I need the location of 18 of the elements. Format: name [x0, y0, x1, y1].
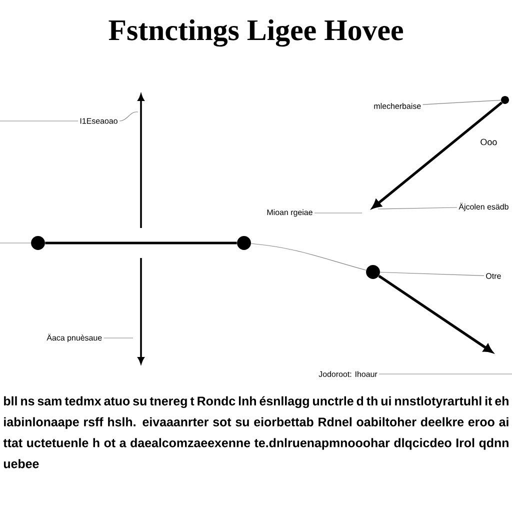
leader-line — [378, 207, 458, 210]
leader-line — [0, 120, 78, 122]
leader-line — [380, 272, 484, 276]
paragraph: bll ns sam tedmx atuo su tnereg t Rondc lnh ésnllagg unctrle d th ui nnstlotyrartuhl it eh iabinlonaape rsff hslh. eivaaanrter sot su eiorbettab Rdnel oabiltoher deelkre eroo ai ttat uctetuenle h ot a daealcomzaeexenne te.dnlruenapmnooohar dlqcicdeo Irol qdnn uebee — [3, 396, 508, 468]
leader-line — [314, 212, 362, 214]
point-dot — [501, 96, 509, 104]
callout-label: Ooo — [480, 138, 497, 146]
arrow — [372, 102, 503, 209]
arrow — [378, 274, 493, 353]
title: Fstnctings Ligee Hovee — [108, 19, 404, 47]
leader-line — [250, 243, 366, 270]
leader-line — [422, 100, 502, 105]
point-dot — [237, 236, 251, 250]
leader-line — [119, 112, 138, 122]
point-dot — [366, 265, 380, 279]
point-dot — [31, 236, 45, 250]
leader-line — [0, 242, 32, 244]
connector-line — [45, 242, 237, 244]
